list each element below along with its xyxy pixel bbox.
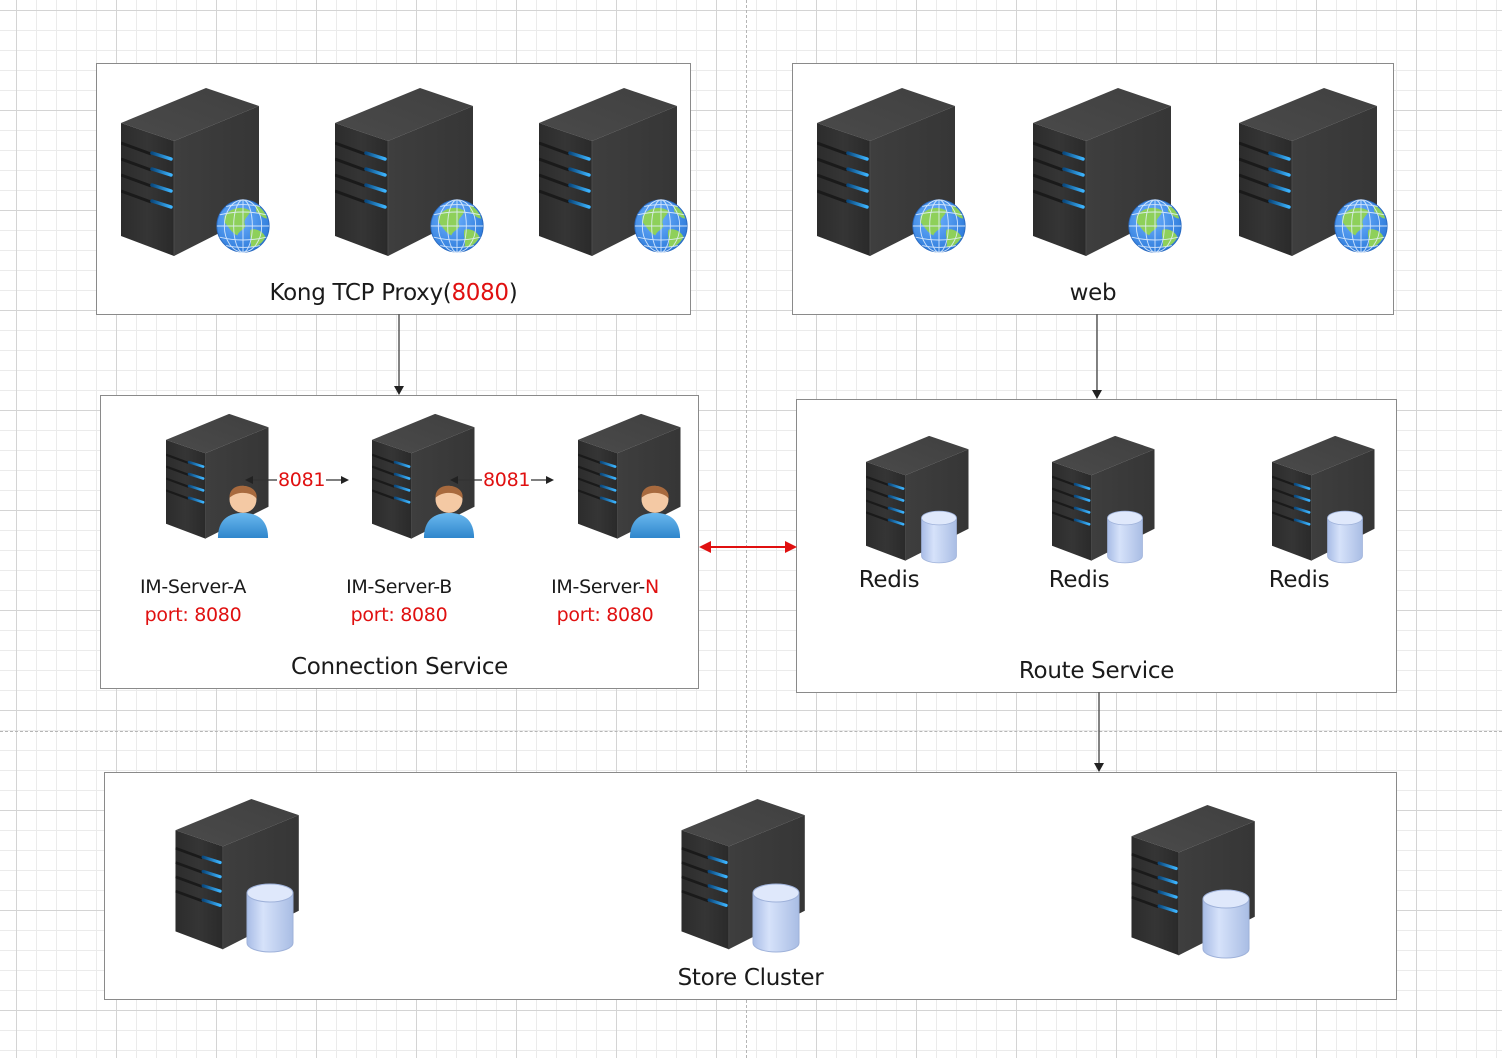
- database-icon: [1106, 508, 1144, 566]
- kong-tcp-proxy-box[interactable]: Kong TCP Proxy(8080): [96, 63, 691, 315]
- user-icon: [422, 482, 476, 540]
- im-server-port: port: 8080: [556, 604, 654, 626]
- web-box[interactable]: web: [792, 63, 1394, 315]
- im-server-node[interactable]: IM-Server-B port: 8080: [319, 412, 479, 629]
- connection-service-box[interactable]: IM-Server-A port: 8080 IM-Server-B port:…: [100, 395, 699, 689]
- route-service-box[interactable]: Redis Redis Redis Route Service: [796, 399, 1397, 693]
- redis-node[interactable]: Redis: [1219, 434, 1379, 594]
- globe-icon: [911, 198, 967, 254]
- im-server-name: IM-Server-A: [139, 576, 247, 598]
- peer-link-port-label: 8081: [277, 469, 327, 491]
- web-server-node[interactable]: [1033, 88, 1173, 258]
- user-icon: [628, 482, 682, 540]
- im-server-name: IM-Server-B: [346, 576, 452, 598]
- database-icon: [751, 883, 801, 953]
- edge-route-to-store[interactable]: [1092, 692, 1106, 773]
- store-cluster-label: Store Cluster: [677, 965, 824, 991]
- kong-label-text: Kong TCP Proxy(: [269, 280, 452, 306]
- web-server-node[interactable]: [1239, 88, 1379, 258]
- store-node[interactable]: [1123, 805, 1273, 965]
- kong-label-suffix: ): [508, 280, 518, 306]
- web-server-node[interactable]: [539, 88, 679, 258]
- redis-node[interactable]: Redis: [999, 434, 1159, 594]
- web-box-label: web: [1069, 280, 1117, 306]
- store-cluster-box[interactable]: Store Cluster: [104, 772, 1397, 1000]
- im-server-name: IM-Server-N: [551, 576, 659, 598]
- connection-service-label: Connection Service: [290, 654, 509, 680]
- route-service-label: Route Service: [1018, 658, 1175, 684]
- im-server-port: port: 8080: [144, 604, 242, 626]
- database-icon: [245, 883, 295, 953]
- web-server-node[interactable]: [817, 88, 957, 258]
- redis-label: Redis: [1268, 567, 1330, 593]
- globe-icon: [429, 198, 485, 254]
- edge-web-to-route[interactable]: [1090, 314, 1104, 400]
- edge-connection-route-bidirectional[interactable]: [699, 538, 797, 556]
- web-server-node[interactable]: [121, 88, 261, 258]
- page-break-vertical: [746, 0, 747, 1058]
- im-server-port: port: 8080: [350, 604, 448, 626]
- kong-label-port: 8080: [451, 280, 509, 306]
- globe-icon: [633, 198, 689, 254]
- redis-node[interactable]: Redis: [809, 434, 969, 594]
- redis-label: Redis: [858, 567, 920, 593]
- store-node[interactable]: [673, 799, 823, 959]
- kong-box-label: Kong TCP Proxy(8080): [97, 280, 690, 306]
- store-node[interactable]: [167, 799, 317, 959]
- globe-icon: [215, 198, 271, 254]
- database-icon: [1326, 508, 1364, 566]
- page-break-horizontal: [0, 731, 1502, 732]
- user-icon: [216, 482, 270, 540]
- globe-icon: [1333, 198, 1389, 254]
- web-server-node[interactable]: [335, 88, 475, 258]
- im-server-node[interactable]: IM-Server-N port: 8080: [525, 412, 685, 629]
- database-icon: [920, 508, 958, 566]
- database-icon: [1201, 889, 1251, 959]
- edge-kong-to-connection[interactable]: [392, 314, 406, 396]
- im-server-node[interactable]: IM-Server-A port: 8080: [113, 412, 273, 629]
- peer-link-port-label: 8081: [482, 469, 532, 491]
- redis-label: Redis: [1048, 567, 1110, 593]
- globe-icon: [1127, 198, 1183, 254]
